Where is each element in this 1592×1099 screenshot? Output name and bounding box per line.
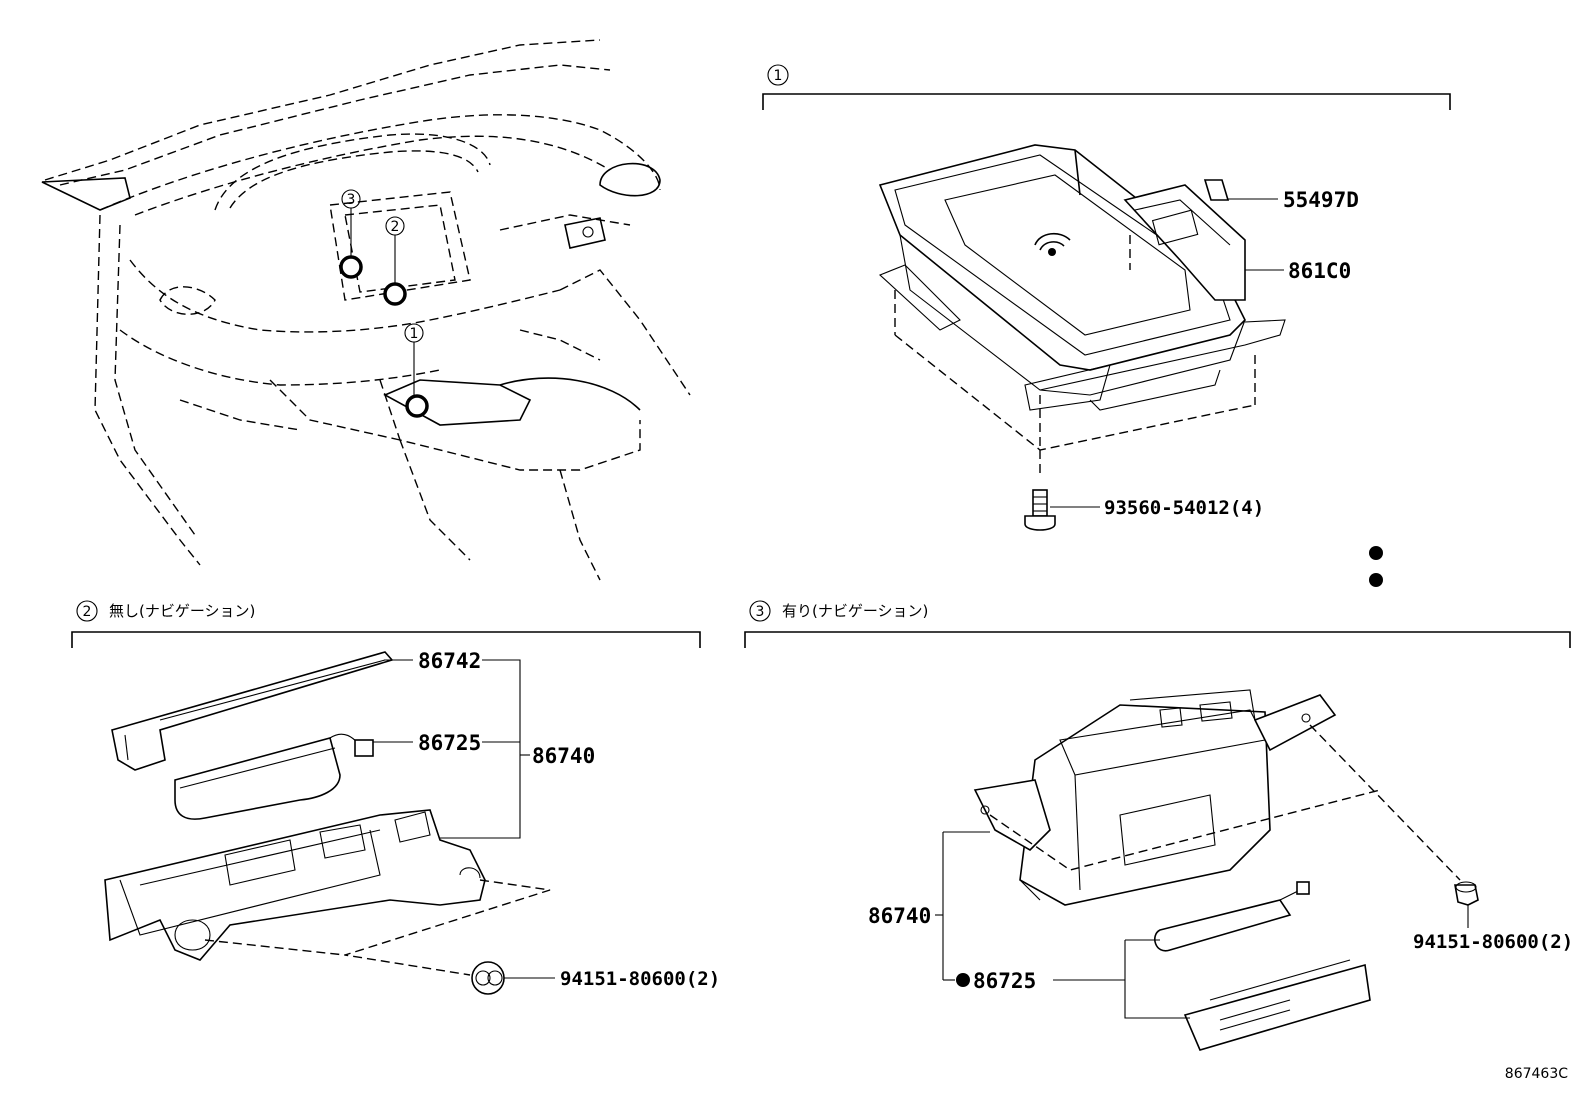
section-1-number: 1 xyxy=(774,68,783,84)
module-86725-s3-illustration xyxy=(1154,881,1371,1051)
callout-2-marker: 2 xyxy=(383,216,407,306)
clip-94151-s3-illustration xyxy=(1454,881,1479,906)
callout-2-number: 2 xyxy=(391,219,400,235)
module-86725-illustration xyxy=(174,737,341,820)
mount-left-illustration xyxy=(973,779,1051,851)
bolt-illustration xyxy=(1024,489,1056,531)
part-86725-s2: 86725 xyxy=(418,731,481,755)
part-86740-s3: 86740 xyxy=(868,904,931,928)
section-1-bracket xyxy=(762,93,1451,110)
section-1: 1 55497D xyxy=(762,64,1451,531)
non-reusable-dot xyxy=(956,973,970,987)
section-2-number: 2 xyxy=(83,604,92,620)
section-2: 2 無し(ナビゲーション) 94151-80600(2) xyxy=(71,600,720,995)
part-861C0: 861C0 xyxy=(1288,259,1351,283)
part-86740-s2: 86740 xyxy=(532,744,595,768)
diagram-reference-code: 867463C xyxy=(1505,1066,1568,1082)
section-3-title: 有り(ナビゲーション) xyxy=(782,602,928,620)
part-94151-80600-s2: 94151-80600(2) xyxy=(560,968,720,990)
part-93560-54012: 93560-54012(4) xyxy=(1104,497,1264,519)
section-3-number: 3 xyxy=(756,604,765,620)
housing-86740-illustration xyxy=(104,809,486,961)
legend xyxy=(1369,546,1383,587)
part-86742: 86742 xyxy=(418,649,481,673)
bracket-86742-illustration xyxy=(111,651,394,771)
clip-94151-illustration xyxy=(471,961,505,995)
charging-symbol-icon xyxy=(1034,232,1071,256)
section-3: 3 有り(ナビゲーション) 94151-80600(2) xyxy=(744,600,1573,1051)
callout-3-number: 3 xyxy=(347,192,356,208)
wireless-charger-illustration xyxy=(878,144,1286,411)
callout-1-marker: 1 xyxy=(404,323,429,418)
clip-55497D-illustration xyxy=(1203,179,1230,201)
ecu-86740-illustration xyxy=(1019,689,1271,906)
part-94151-80600-s3: 94151-80600(2) xyxy=(1413,931,1573,953)
part-86725-s3: 86725 xyxy=(973,969,1036,993)
callout-1-number: 1 xyxy=(410,326,419,342)
section-2-bracket xyxy=(71,631,701,648)
part-55497D: 55497D xyxy=(1283,188,1359,212)
callout-3-marker: 3 xyxy=(339,189,363,279)
section-2-title: 無し(ナビゲーション) xyxy=(109,602,255,620)
dashboard-overview-illustration xyxy=(41,39,691,581)
mount-right-illustration xyxy=(1253,694,1337,752)
section-3-bracket xyxy=(744,631,1571,648)
